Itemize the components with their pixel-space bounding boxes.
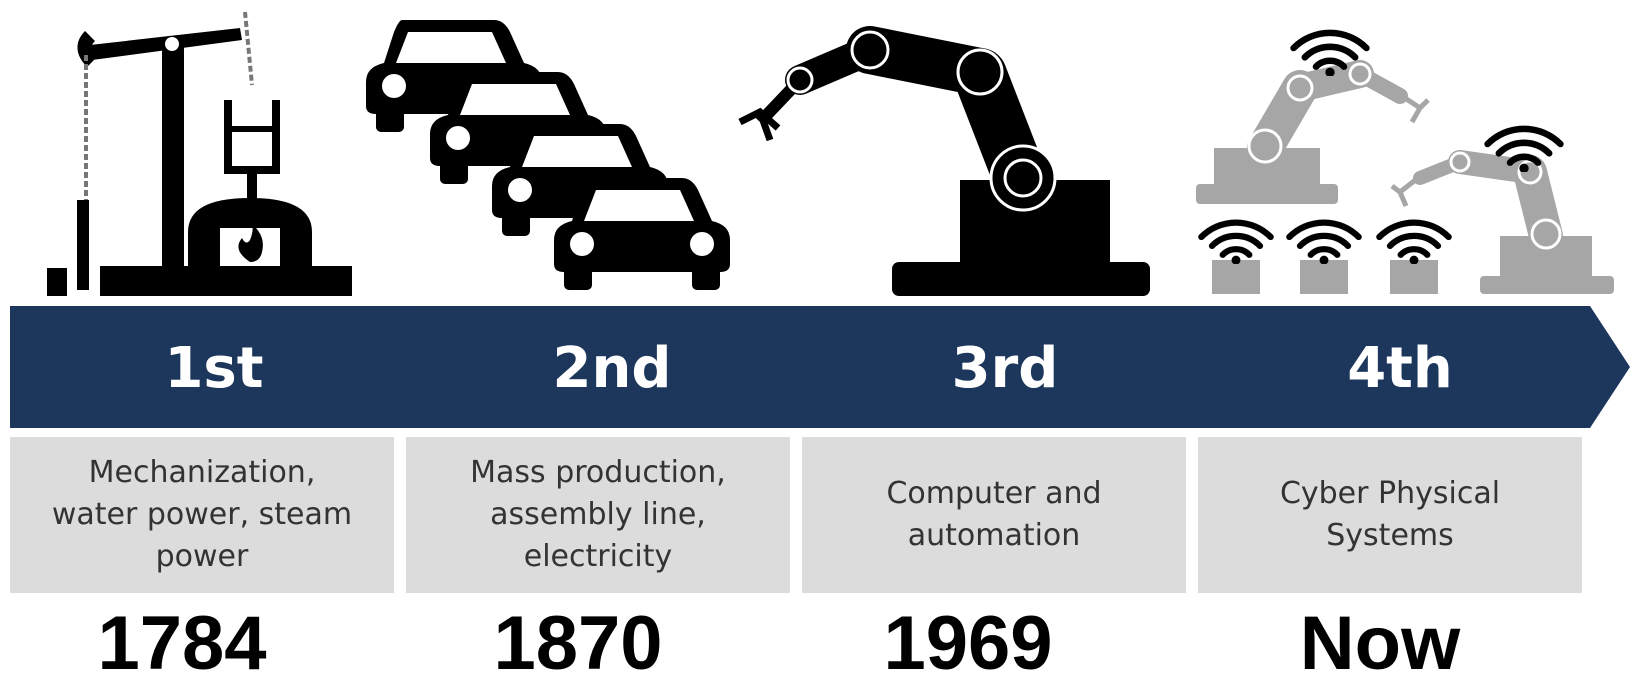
description-line: power xyxy=(156,539,249,574)
pump-jack-steam-engine-icon xyxy=(47,11,352,296)
description-line: Mass production, xyxy=(470,455,726,490)
description-text-2: Mass production, assembly line, electric… xyxy=(470,455,726,574)
description-text-3: Computer and automation xyxy=(886,476,1101,553)
chevron-3 xyxy=(800,306,1244,428)
robot-arm-icon xyxy=(738,26,1150,296)
year-4: Now xyxy=(1300,601,1461,679)
description-line: Systems xyxy=(1326,518,1454,553)
chevron-4 xyxy=(1196,306,1630,428)
year-2: 1870 xyxy=(493,601,662,679)
description-box-3 xyxy=(802,437,1186,593)
year-3: 1969 xyxy=(883,601,1052,679)
description-line: assembly line, xyxy=(490,497,706,532)
stage-label-2: 2nd xyxy=(553,336,672,401)
description-line: water power, steam xyxy=(52,497,352,532)
wireless-robots-icon xyxy=(1196,33,1614,294)
description-text-4: Cyber Physical Systems xyxy=(1280,476,1500,553)
description-line: Cyber Physical xyxy=(1280,476,1500,511)
description-line: electricity xyxy=(524,539,673,574)
description-line: automation xyxy=(908,518,1081,553)
description-line: Computer and xyxy=(886,476,1101,511)
description-box-2 xyxy=(406,437,790,593)
year-1: 1784 xyxy=(97,601,266,679)
stage-label-4: 4th xyxy=(1347,336,1453,401)
chevron-1 xyxy=(10,306,454,428)
stage-label-1: 1st xyxy=(164,336,263,401)
description-box-1 xyxy=(10,437,394,593)
description-text-1: Mechanization, water power, steam power xyxy=(52,455,352,574)
assembly-line-cars-icon xyxy=(366,20,730,290)
description-box-4 xyxy=(1198,437,1582,593)
stage-label-3: 3rd xyxy=(952,336,1059,401)
chevron-band xyxy=(10,306,1630,428)
chevron-2 xyxy=(406,306,848,428)
description-line: Mechanization, xyxy=(89,455,316,490)
